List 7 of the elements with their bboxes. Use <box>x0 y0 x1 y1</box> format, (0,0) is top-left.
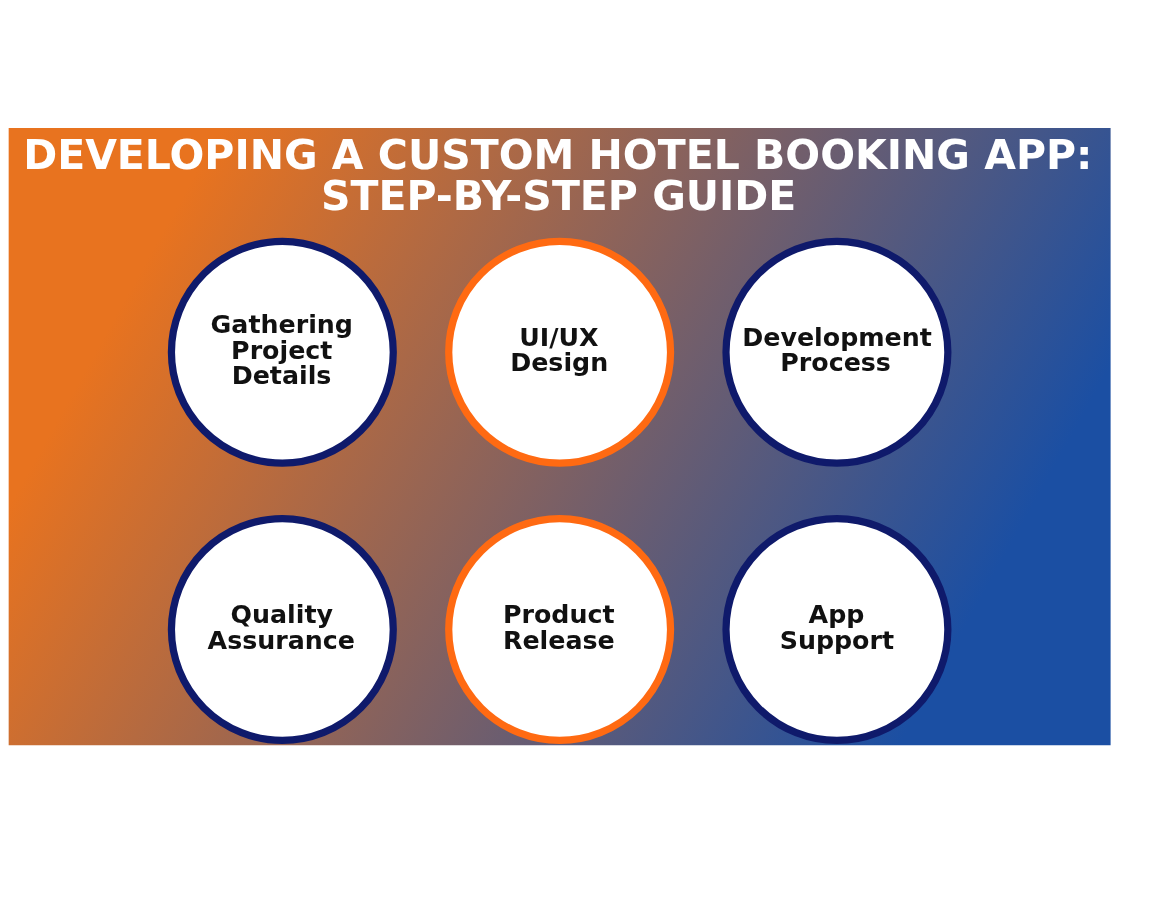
node-circle: Product Release <box>445 515 675 745</box>
diagram-title: DEVELOPING A CUSTOM HOTEL BOOKING APP: STEP-BY-STEP GUIDE <box>23 131 1093 221</box>
node-circle: UI/UX Design <box>445 237 675 467</box>
node-circle: Gathering Project Details <box>167 237 397 467</box>
node-circle: App Support <box>722 515 952 745</box>
node-circle: Quality Assurance <box>167 515 397 745</box>
node-circle: Development Process <box>722 237 952 467</box>
